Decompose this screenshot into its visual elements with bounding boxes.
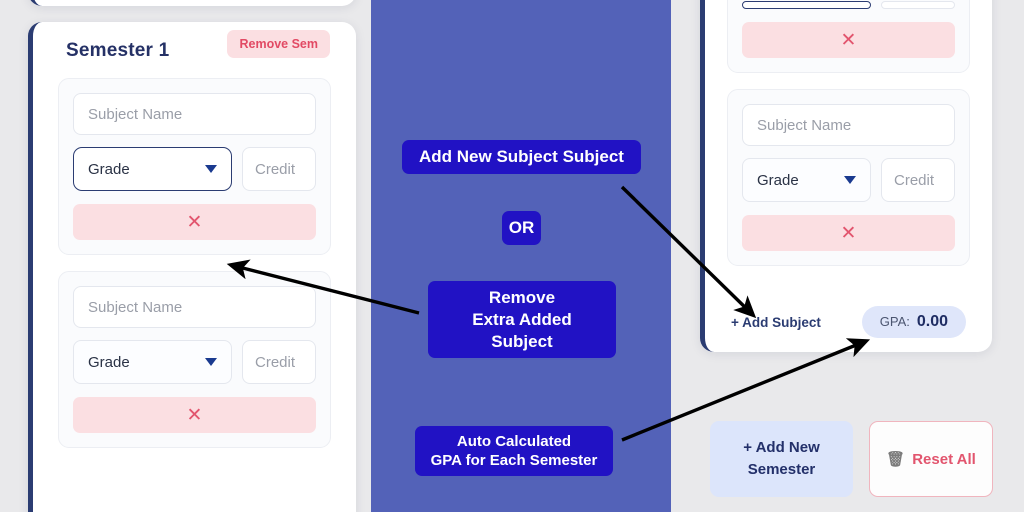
grade-credit-row: Grade Credit [742, 158, 955, 202]
grade-select-value: Grade [757, 171, 799, 189]
callout-or: OR [502, 211, 541, 245]
subject-row: Subject Name Grade Credit ✕ [58, 78, 331, 255]
delete-subject-button[interactable]: ✕ [73, 204, 316, 240]
annotation-band: Add New Subject Subject OR Remove Extra … [371, 0, 671, 512]
reset-all-button[interactable]: 🗑 Reset All [869, 421, 993, 497]
subject-row: Subject Name Grade Credit ✕ [727, 89, 970, 266]
callout-auto-calculated-gpa: Auto Calculated GPA for Each Semester [415, 426, 613, 477]
add-subject-gpa-row: + Add Subject GPA: 0.00 [705, 306, 992, 338]
chevron-down-icon [205, 358, 217, 366]
subject-row: Subject Name Grade Credit ✕ [58, 271, 331, 448]
credit-input[interactable]: Credit [881, 158, 955, 202]
close-icon: ✕ [840, 222, 857, 244]
subject-name-input[interactable]: Subject Name [742, 104, 955, 146]
subject-list: Subject Name Grade Credit ✕ Subject Name [33, 78, 356, 448]
close-icon: ✕ [186, 211, 203, 233]
close-icon: ✕ [186, 404, 203, 426]
trash-icon: 🗑 [886, 451, 906, 468]
semester-card-1: Semester 1 Remove Sem Subject Name Grade… [28, 22, 356, 512]
grade-credit-row: Grade Credit [73, 340, 316, 384]
subject-row-partial: ✕ [727, 0, 970, 73]
close-icon: ✕ [840, 29, 857, 51]
grade-select-value: Grade [88, 160, 130, 178]
delete-subject-button[interactable]: ✕ [73, 397, 316, 433]
chevron-down-icon [205, 165, 217, 173]
add-new-semester-button[interactable]: + Add New Semester [710, 421, 853, 497]
callout-add-new-subject: Add New Subject Subject [402, 140, 641, 174]
grade-select[interactable]: Grade [73, 147, 232, 191]
gpa-badge: GPA: 0.00 [861, 306, 966, 338]
subject-name-input[interactable]: Subject Name [73, 93, 316, 135]
grade-select[interactable]: Grade [73, 340, 232, 384]
reset-all-label: Reset All [912, 450, 976, 468]
semester-card-above-cutoff [28, 0, 356, 6]
gpa-value: 0.00 [916, 313, 948, 330]
credit-input[interactable]: Credit [242, 340, 316, 384]
credit-input[interactable]: Credit [242, 147, 316, 191]
grade-select[interactable]: Grade [742, 158, 871, 202]
page-title: Semester 1 [66, 40, 170, 61]
semester-header: Semester 1 Remove Sem [33, 22, 356, 78]
delete-subject-button[interactable]: ✕ [742, 22, 955, 58]
subject-list-right: ✕ Subject Name Grade Credit ✕ [705, 0, 992, 266]
grade-select-value: Grade [88, 353, 130, 371]
grade-select[interactable] [742, 1, 871, 9]
semester-card-2: ✕ Subject Name Grade Credit ✕ [700, 0, 992, 352]
gpa-label: GPA: [879, 314, 910, 329]
credit-input[interactable] [881, 1, 955, 9]
chevron-down-icon [844, 176, 856, 184]
grade-credit-row-cut [742, 1, 955, 9]
add-subject-button[interactable]: + Add Subject [731, 314, 821, 330]
callout-remove-extra-subject: Remove Extra Added Subject [428, 281, 616, 359]
subject-name-input[interactable]: Subject Name [73, 286, 316, 328]
remove-semester-button[interactable]: Remove Sem [227, 30, 330, 58]
delete-subject-button[interactable]: ✕ [742, 215, 955, 251]
grade-credit-row: Grade Credit [73, 147, 316, 191]
